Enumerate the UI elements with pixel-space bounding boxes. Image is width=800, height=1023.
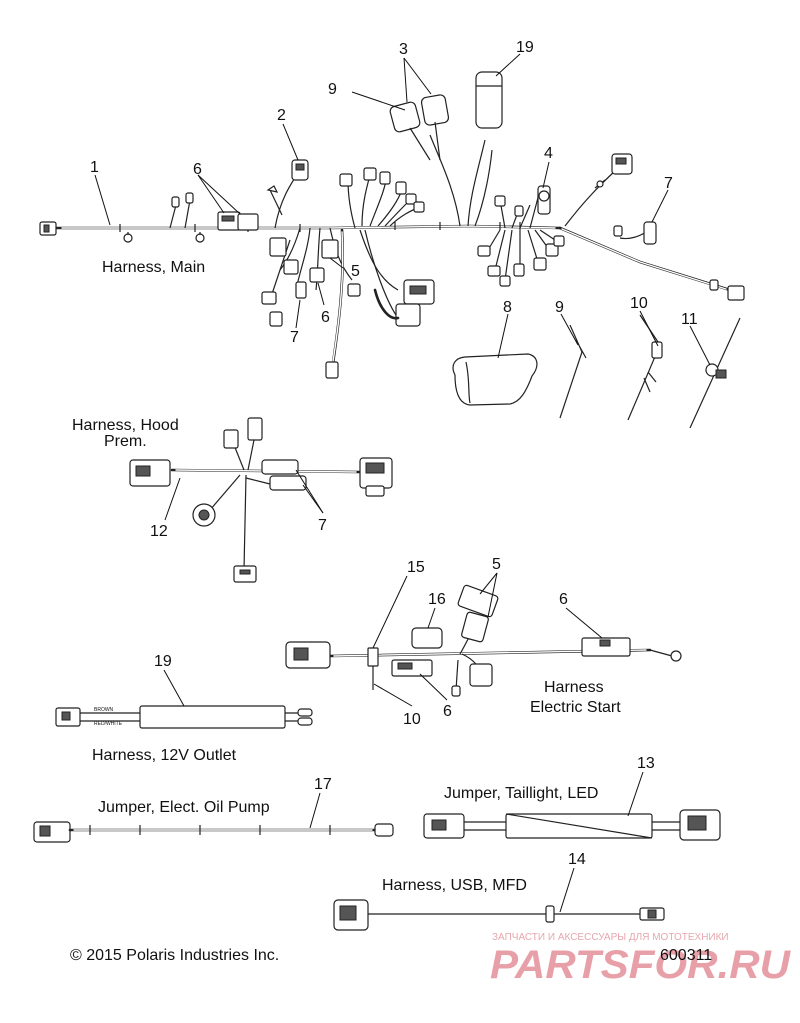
main-harness	[39, 71, 745, 379]
callout-7-right: 7	[664, 175, 673, 192]
accessory-items	[452, 314, 741, 429]
callout-6-electric-lower: 6	[443, 703, 452, 720]
caption-main: Harness, Main	[102, 259, 205, 276]
callout-14: 14	[568, 851, 586, 868]
callout-6-electric: 6	[559, 591, 568, 608]
callout-18: 19	[516, 39, 534, 56]
caption-hood-1: Harness, Hood	[72, 417, 179, 434]
figure-id: 600311	[660, 947, 712, 964]
callout-1: 1	[90, 159, 99, 176]
callout-11: 11	[681, 311, 698, 328]
callout-15: 15	[407, 559, 425, 576]
caption-hood-2: Prem.	[104, 433, 147, 450]
watermark-brand: PARTSFOR.RU	[490, 943, 791, 987]
callout-7-hood: 7	[318, 517, 327, 534]
copyright: © 2015 Polaris Industries Inc.	[70, 947, 279, 964]
caption-taillight: Jumper, Taillight, LED	[444, 785, 598, 802]
captions: Harness, Main Harness, Hood Prem. Harnes…	[70, 259, 621, 964]
callout-2: 2	[277, 107, 286, 124]
watermark-tagline: ЗАПЧАСТИ И АКСЕССУАРЫ ДЛЯ МОТОТЕХНИКИ	[492, 932, 729, 943]
callout-10-electric: 10	[403, 711, 421, 728]
leader-lines	[94, 53, 711, 913]
caption-outlet: Harness, 12V Outlet	[92, 747, 237, 764]
callout-3: 3	[399, 41, 408, 58]
callout-10-clip: 10	[630, 295, 648, 312]
oil-pump-jumper	[33, 821, 394, 843]
watermark: ЗАПЧАСТИ И АКСЕССУАРЫ ДЛЯ МОТОТЕХНИКИ PA…	[490, 932, 791, 987]
callout-9: 9	[555, 299, 564, 316]
callout-19: 19	[154, 653, 172, 670]
taillight-jumper	[423, 809, 721, 841]
caption-electric-1: Harness	[544, 679, 604, 696]
callout-16: 16	[428, 591, 446, 608]
callout-4: 4	[544, 145, 553, 162]
callout-5-main: 5	[351, 263, 360, 280]
callout-13: 13	[637, 755, 655, 772]
callout-5-electric: 5	[492, 556, 501, 573]
callout-8: 8	[503, 299, 512, 316]
callout-numbers: 1 2 3 9 19 4 6 7 5 6 7 8 9 10 11 12 7 15…	[90, 39, 698, 868]
hood-harness	[129, 417, 393, 583]
outlet-harness: BROWN RED/WHITE	[55, 705, 313, 729]
callout-6-lower: 6	[321, 309, 330, 326]
callout-7-lower: 7	[290, 329, 299, 346]
usb-harness	[333, 899, 665, 931]
electric-start-harness	[285, 584, 682, 697]
callout-6-main: 6	[193, 161, 202, 178]
caption-electric-2: Electric Start	[530, 699, 621, 716]
callout-12: 12	[150, 523, 168, 540]
caption-usb: Harness, USB, MFD	[382, 877, 527, 894]
wire-label-red-white: RED/WHITE	[94, 721, 123, 727]
callout-10-main: 9	[328, 81, 337, 98]
caption-oil-pump: Jumper, Elect. Oil Pump	[98, 799, 270, 816]
wire-label-brown: BROWN	[94, 707, 114, 713]
callout-17: 17	[314, 776, 332, 793]
